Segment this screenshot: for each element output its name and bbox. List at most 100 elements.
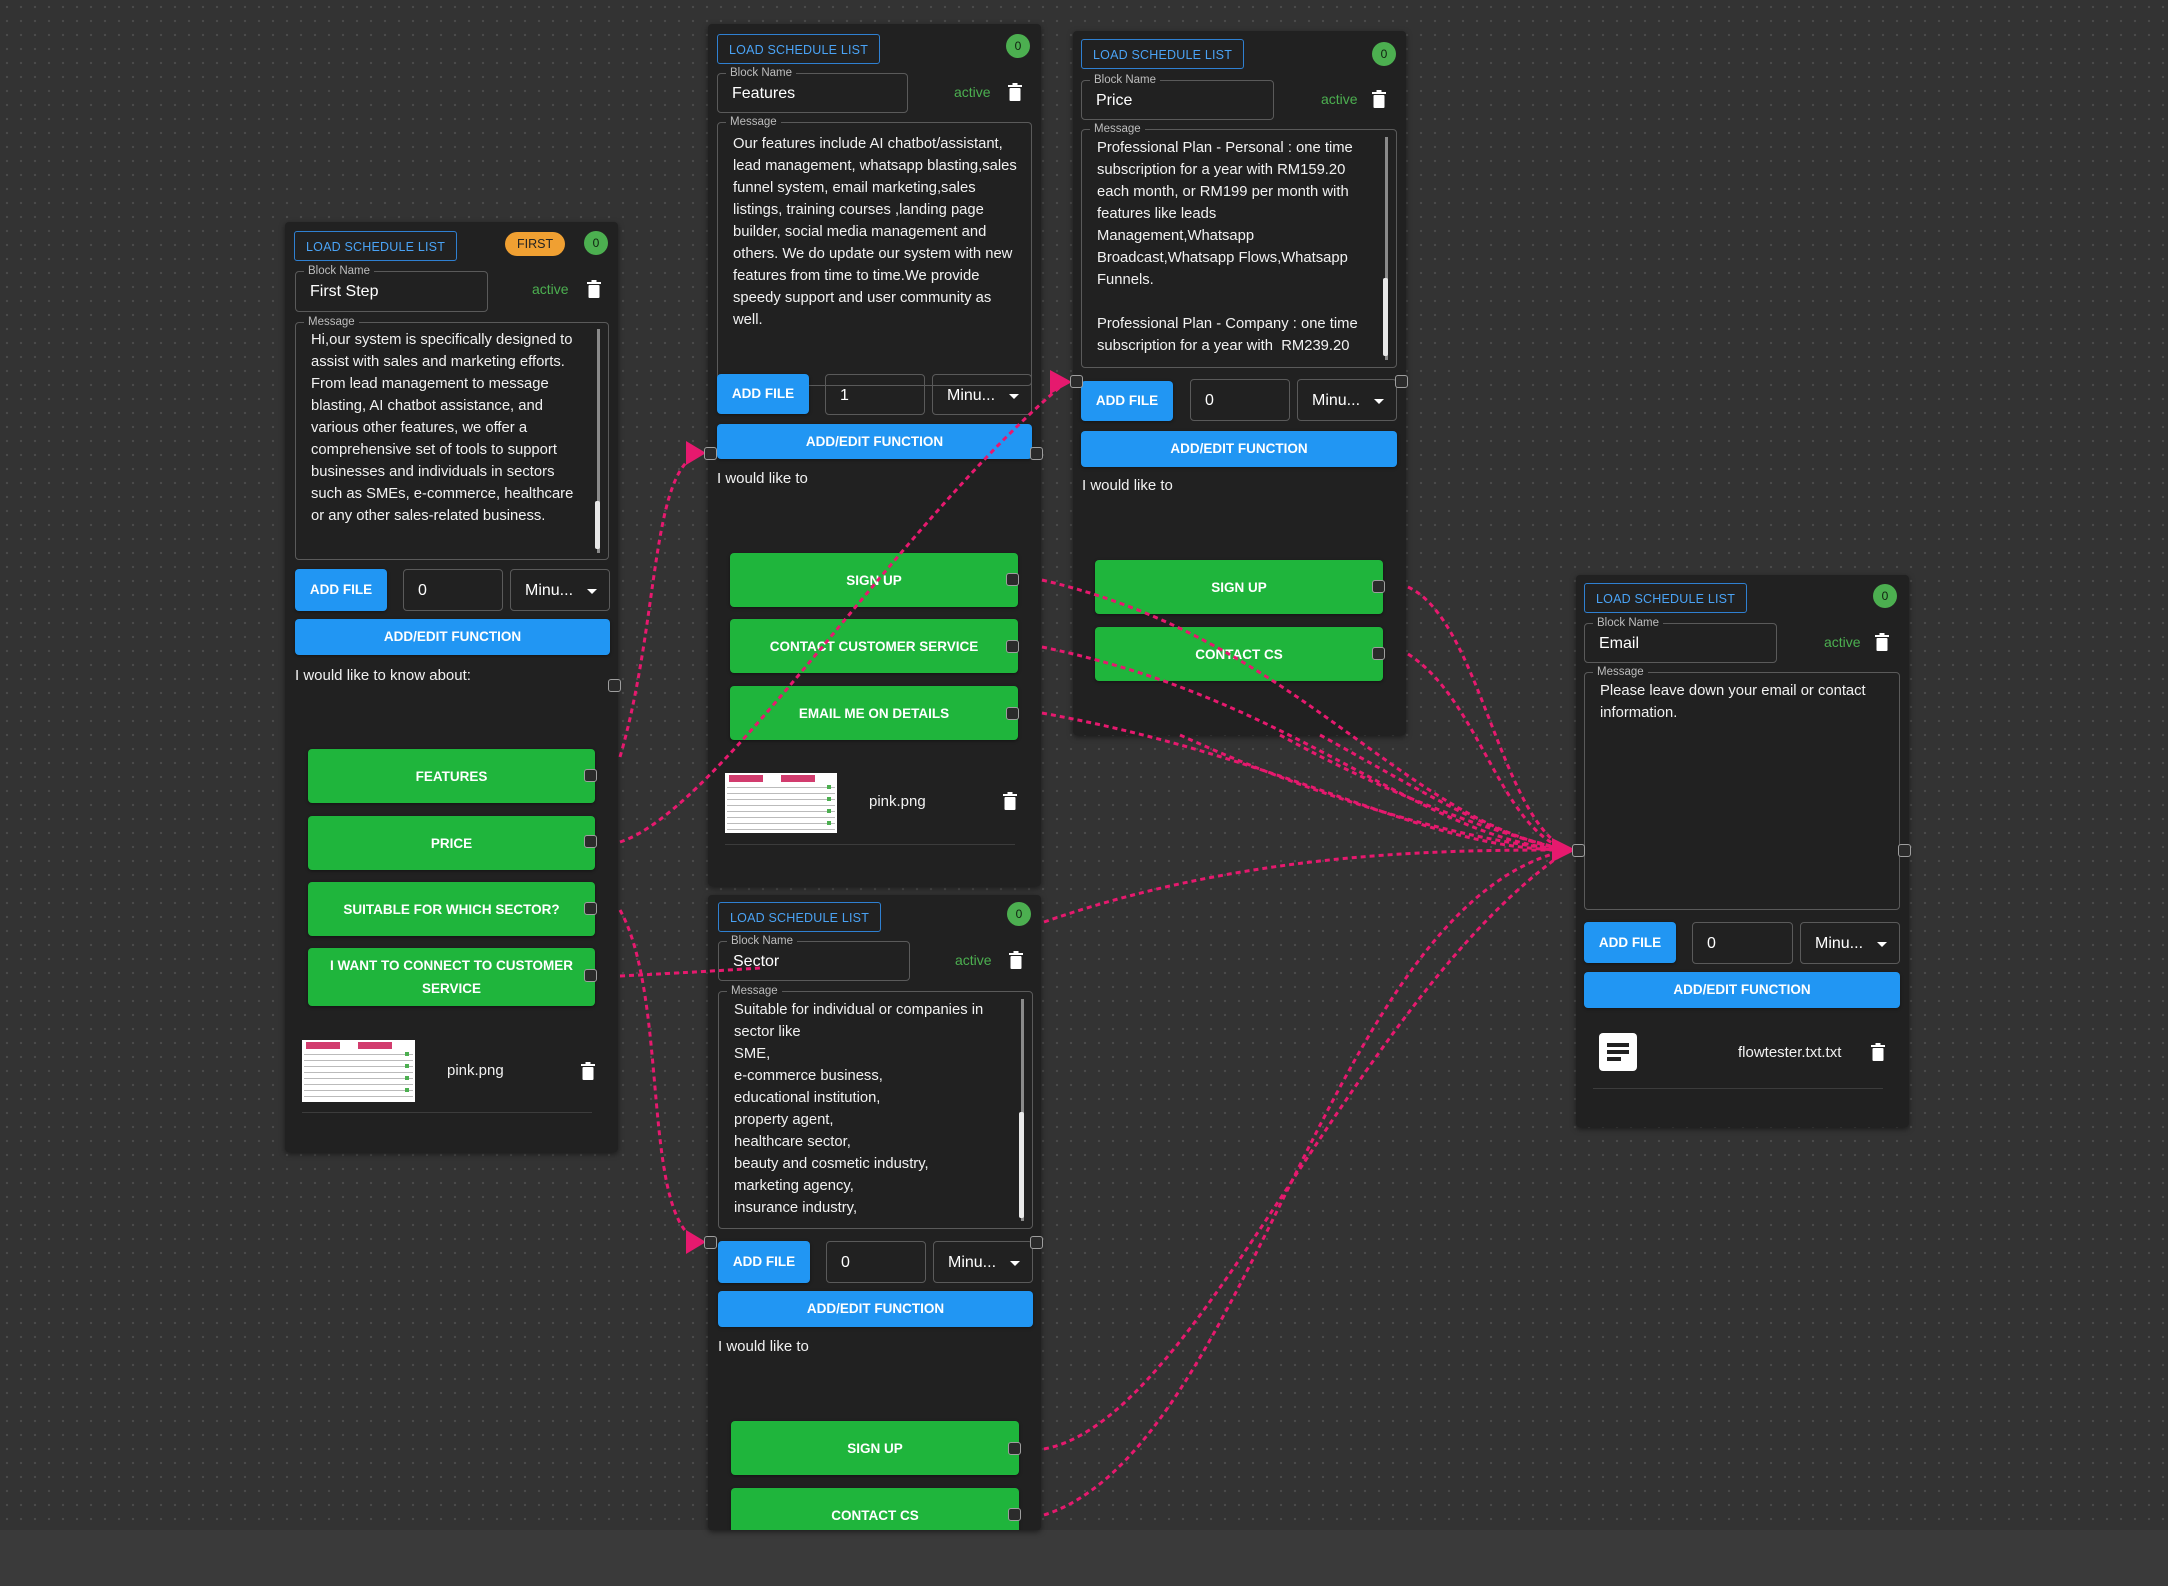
add-file-button[interactable]: ADD FILE xyxy=(295,569,387,611)
block-name-field[interactable]: Block Name Price xyxy=(1081,72,1274,120)
message-scrollbar[interactable] xyxy=(597,329,600,553)
output-handle-sector-contact[interactable] xyxy=(1008,1508,1021,1521)
output-handle-features-email[interactable] xyxy=(1006,707,1019,720)
flow-node-price[interactable]: LOAD SCHEDULE LIST 0 Block Name Price ac… xyxy=(1073,31,1406,735)
trash-icon[interactable] xyxy=(587,280,601,298)
option-button-sign-up[interactable]: SIGN UP xyxy=(730,553,1018,607)
node-input-handle-sector[interactable] xyxy=(704,1236,717,1249)
add-file-button[interactable]: ADD FILE xyxy=(1081,381,1173,421)
output-handle-price-sign-up[interactable] xyxy=(1372,580,1385,593)
add-edit-function-button[interactable]: ADD/EDIT FUNCTION xyxy=(718,1291,1033,1327)
output-handle-customer-service[interactable] xyxy=(584,969,597,982)
load-schedule-list-button[interactable]: LOAD SCHEDULE LIST xyxy=(1081,39,1245,69)
option-button-email-me[interactable]: EMAIL ME ON DETAILS xyxy=(730,686,1018,740)
node-input-handle-first[interactable] xyxy=(608,679,621,692)
delay-input[interactable]: 0 xyxy=(1190,379,1290,421)
flow-node-email[interactable]: LOAD SCHEDULE LIST 0 Block Name Email ac… xyxy=(1576,575,1909,1127)
delay-unit-select[interactable]: Minu... xyxy=(510,569,610,611)
node-input-handle-features[interactable] xyxy=(704,447,717,460)
option-button-price[interactable]: PRICE xyxy=(308,816,595,870)
block-name-field[interactable]: Block Name Email xyxy=(1584,615,1777,663)
file-name: pink.png xyxy=(869,793,926,810)
message-scroll-thumb[interactable] xyxy=(595,501,600,549)
active-status: active xyxy=(1321,91,1358,107)
delay-input[interactable]: 0 xyxy=(1692,922,1793,964)
add-file-button[interactable]: ADD FILE xyxy=(1584,922,1676,963)
flow-node-first-step[interactable]: LOAD SCHEDULE LIST FIRST 0 Block Name Fi… xyxy=(285,222,618,1152)
option-button-customer-service[interactable]: I WANT TO CONNECT TO CUSTOMER SERVICE xyxy=(308,948,595,1006)
option-button-features[interactable]: FEATURES xyxy=(308,749,595,803)
option-button-sign-up[interactable]: SIGN UP xyxy=(1095,560,1383,614)
flow-node-sector[interactable]: LOAD SCHEDULE LIST 0 Block Name Sector a… xyxy=(708,895,1041,1530)
block-name-value: Features xyxy=(732,85,796,102)
add-edit-function-button[interactable]: ADD/EDIT FUNCTION xyxy=(295,619,610,655)
delay-value: 0 xyxy=(1707,935,1716,952)
option-button-contact-cs[interactable]: CONTACT CS xyxy=(1095,627,1383,681)
add-file-button[interactable]: ADD FILE xyxy=(717,374,809,414)
message-field[interactable]: Message Our features include AI chatbot/… xyxy=(717,114,1032,386)
delay-unit-value: Minu... xyxy=(1312,392,1361,409)
delay-input[interactable]: 1 xyxy=(825,374,925,415)
options-prompt: I would like to xyxy=(1082,477,1173,494)
first-badge: FIRST xyxy=(505,232,566,256)
option-button-sector[interactable]: SUITABLE FOR WHICH SECTOR? xyxy=(308,882,595,936)
block-name-field[interactable]: Block Name First Step xyxy=(295,263,488,312)
block-name-label: Block Name xyxy=(1593,615,1663,631)
add-file-button[interactable]: ADD FILE xyxy=(718,1241,810,1283)
trash-icon[interactable] xyxy=(1003,792,1017,810)
flow-node-features[interactable]: LOAD SCHEDULE LIST 0 Block Name Features… xyxy=(708,24,1041,886)
output-handle-features-sign-up[interactable] xyxy=(1006,573,1019,586)
output-handle-features[interactable] xyxy=(584,769,597,782)
delay-input[interactable]: 0 xyxy=(826,1241,926,1283)
trash-icon[interactable] xyxy=(1372,90,1386,108)
load-schedule-list-button[interactable]: LOAD SCHEDULE LIST xyxy=(717,34,881,64)
message-scrollbar[interactable] xyxy=(1385,137,1388,360)
add-edit-function-button[interactable]: ADD/EDIT FUNCTION xyxy=(1584,972,1900,1008)
trash-icon[interactable] xyxy=(1875,633,1889,651)
option-button-sign-up[interactable]: SIGN UP xyxy=(731,1421,1019,1475)
message-scroll-thumb[interactable] xyxy=(1019,1112,1024,1218)
output-handle-features-contact[interactable] xyxy=(1006,640,1019,653)
option-button-contact-cs[interactable]: CONTACT CS xyxy=(731,1488,1019,1530)
delay-unit-select[interactable]: Minu... xyxy=(932,374,1032,415)
delay-input[interactable]: 0 xyxy=(403,569,503,611)
output-handle-price[interactable] xyxy=(584,835,597,848)
node-side-handle-features[interactable] xyxy=(1030,447,1043,460)
trash-icon[interactable] xyxy=(1871,1043,1885,1061)
block-name-value: Email xyxy=(1599,635,1640,652)
file-name: pink.png xyxy=(447,1062,504,1079)
message-field[interactable]: Message Please leave down your email or … xyxy=(1584,664,1900,910)
options-prompt: I would like to know about: xyxy=(295,667,471,684)
load-schedule-list-button[interactable]: LOAD SCHEDULE LIST xyxy=(1584,583,1748,613)
node-side-handle-price[interactable] xyxy=(1395,375,1408,388)
block-name-label: Block Name xyxy=(304,263,374,279)
node-side-handle-email[interactable] xyxy=(1898,844,1911,857)
document-icon xyxy=(1599,1033,1637,1071)
output-handle-sector-sign-up[interactable] xyxy=(1008,1442,1021,1455)
node-input-handle-price[interactable] xyxy=(1070,375,1083,388)
trash-icon[interactable] xyxy=(1009,951,1023,969)
output-handle-sector[interactable] xyxy=(584,902,597,915)
add-edit-function-button[interactable]: ADD/EDIT FUNCTION xyxy=(1081,431,1397,467)
load-schedule-list-button[interactable]: LOAD SCHEDULE LIST xyxy=(718,902,882,932)
block-name-field[interactable]: Block Name Features xyxy=(717,65,908,113)
message-field[interactable]: Message Suitable for individual or compa… xyxy=(718,983,1033,1229)
delay-unit-select[interactable]: Minu... xyxy=(1297,379,1397,421)
node-side-handle-sector[interactable] xyxy=(1030,1236,1043,1249)
trash-icon[interactable] xyxy=(1008,83,1022,101)
block-name-field[interactable]: Block Name Sector xyxy=(718,933,910,981)
trash-icon[interactable] xyxy=(581,1062,595,1080)
delay-unit-select[interactable]: Minu... xyxy=(933,1241,1033,1283)
message-text: Professional Plan - Personal : one time … xyxy=(1097,140,1358,354)
add-edit-function-button[interactable]: ADD/EDIT FUNCTION xyxy=(717,424,1032,459)
delay-unit-value: Minu... xyxy=(525,582,574,599)
message-scrollbar[interactable] xyxy=(1021,999,1024,1221)
load-schedule-list-button[interactable]: LOAD SCHEDULE LIST xyxy=(294,231,458,261)
message-scroll-thumb[interactable] xyxy=(1383,278,1388,356)
message-field[interactable]: Message Professional Plan - Personal : o… xyxy=(1081,121,1397,368)
node-input-handle-email[interactable] xyxy=(1572,844,1585,857)
option-button-contact-customer-service[interactable]: CONTACT CUSTOMER SERVICE xyxy=(730,619,1018,673)
message-field[interactable]: Message Hi,our system is specifically de… xyxy=(295,314,609,560)
output-handle-price-contact[interactable] xyxy=(1372,647,1385,660)
delay-unit-select[interactable]: Minu... xyxy=(1800,922,1900,964)
